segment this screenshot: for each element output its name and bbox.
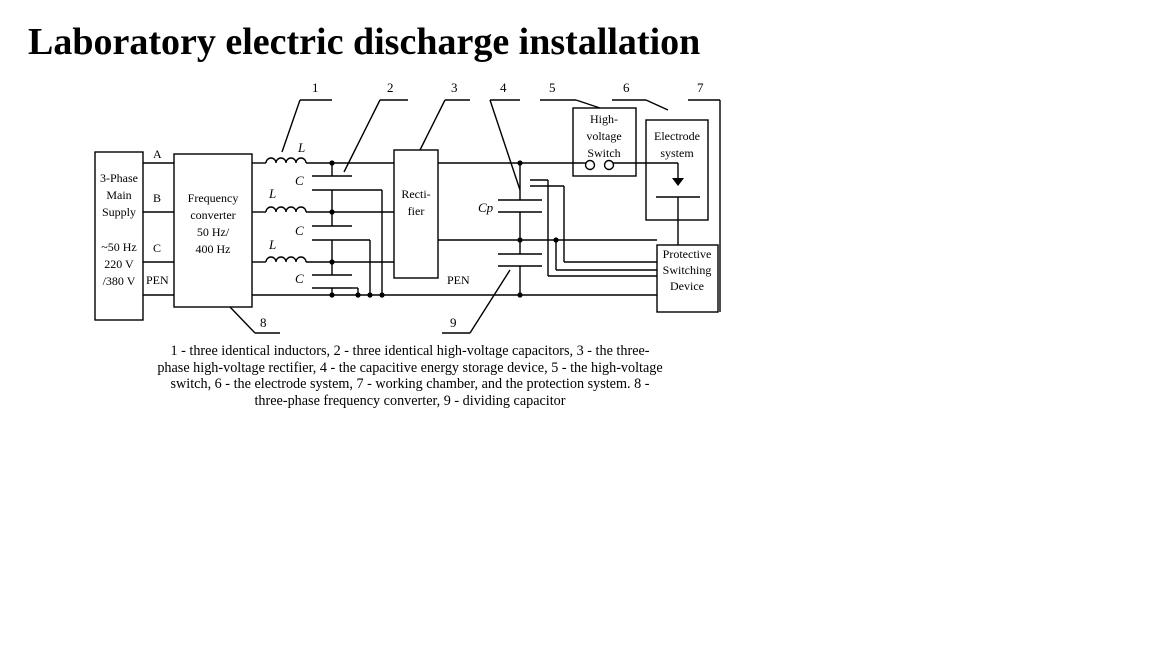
callout-7: 7	[697, 80, 704, 95]
caption-line-3: switch, 6 - the electrode system, 7 - wo…	[170, 376, 650, 392]
supply-label-line2: Main	[106, 188, 131, 202]
frequency-converter-block	[173, 153, 253, 308]
protective-label-line2: Switching	[663, 263, 712, 277]
inductor-label-a: L	[297, 140, 305, 155]
inductor-a	[265, 157, 307, 164]
switch-contact-left	[584, 159, 596, 171]
inductor-c	[265, 256, 307, 263]
phase-label-c: C	[153, 241, 161, 255]
capacitor-label-b: C	[295, 223, 304, 238]
rectifier-block	[393, 149, 439, 279]
supply-label-line5: 220 V	[104, 257, 134, 271]
rectifier-label-line2: fier	[408, 204, 425, 218]
switch-contact-right	[603, 159, 615, 171]
phase-label-a: A	[153, 147, 162, 161]
callout-9: 9	[450, 315, 457, 330]
inductor-label-c: L	[268, 237, 276, 252]
converter-label-line1: Frequency	[188, 191, 239, 205]
electrode-label-line1: Electrode	[654, 129, 700, 143]
caption-line-1: 1 - three identical inductors, 2 - three…	[170, 343, 650, 359]
capacitor-label-c: C	[295, 271, 304, 286]
converter-label-line3: 50 Hz/	[197, 225, 230, 239]
supply-block	[94, 151, 144, 321]
hv-switch-label-line1: High-	[590, 112, 618, 126]
callout-6: 6	[623, 80, 630, 95]
phase-label-pen: PEN	[146, 273, 169, 287]
page-title: Laboratory electric discharge installati…	[28, 21, 701, 63]
protective-label-line3: Device	[670, 279, 704, 293]
hv-switch-block	[572, 107, 637, 177]
phase-label-b: B	[153, 191, 161, 205]
callout-3: 3	[451, 80, 458, 95]
supply-label-line6: /380 V	[103, 274, 136, 288]
inductor-label-b: L	[268, 186, 276, 201]
callout-4: 4	[500, 80, 507, 95]
pen-bus-label: PEN	[447, 273, 470, 287]
callout-8: 8	[260, 315, 267, 330]
electrode-block	[645, 119, 709, 221]
converter-label-line4: 400 Hz	[196, 242, 231, 256]
protective-label-line1: Protective	[663, 247, 712, 261]
inductor-b	[265, 206, 307, 213]
caption-line-4: three-phase frequency converter, 9 - div…	[254, 392, 566, 409]
converter-label-line2: converter	[190, 208, 235, 222]
hv-switch-label-line3: Switch	[587, 146, 620, 160]
capacitor-label-a: C	[295, 173, 304, 188]
callout-1: 1	[312, 80, 319, 95]
electrode-label-line2: system	[660, 146, 694, 160]
rectifier-label-line1: Recti-	[401, 187, 430, 201]
hv-switch-label-line2: voltage	[586, 129, 621, 143]
protective-device-block	[656, 244, 719, 313]
figure-caption: 1 - three identical inductors, 2 - three…	[100, 343, 720, 409]
caption-line-2: phase high-voltage rectifier, 4 - the ca…	[157, 359, 663, 376]
storage-capacitor-label: Cp	[478, 200, 494, 215]
supply-label-line4: ~50 Hz	[101, 240, 136, 254]
callout-2: 2	[387, 80, 394, 95]
supply-label-line3: Supply	[102, 205, 136, 219]
callout-5: 5	[549, 80, 556, 95]
supply-label-line1: 3-Phase	[100, 171, 138, 185]
